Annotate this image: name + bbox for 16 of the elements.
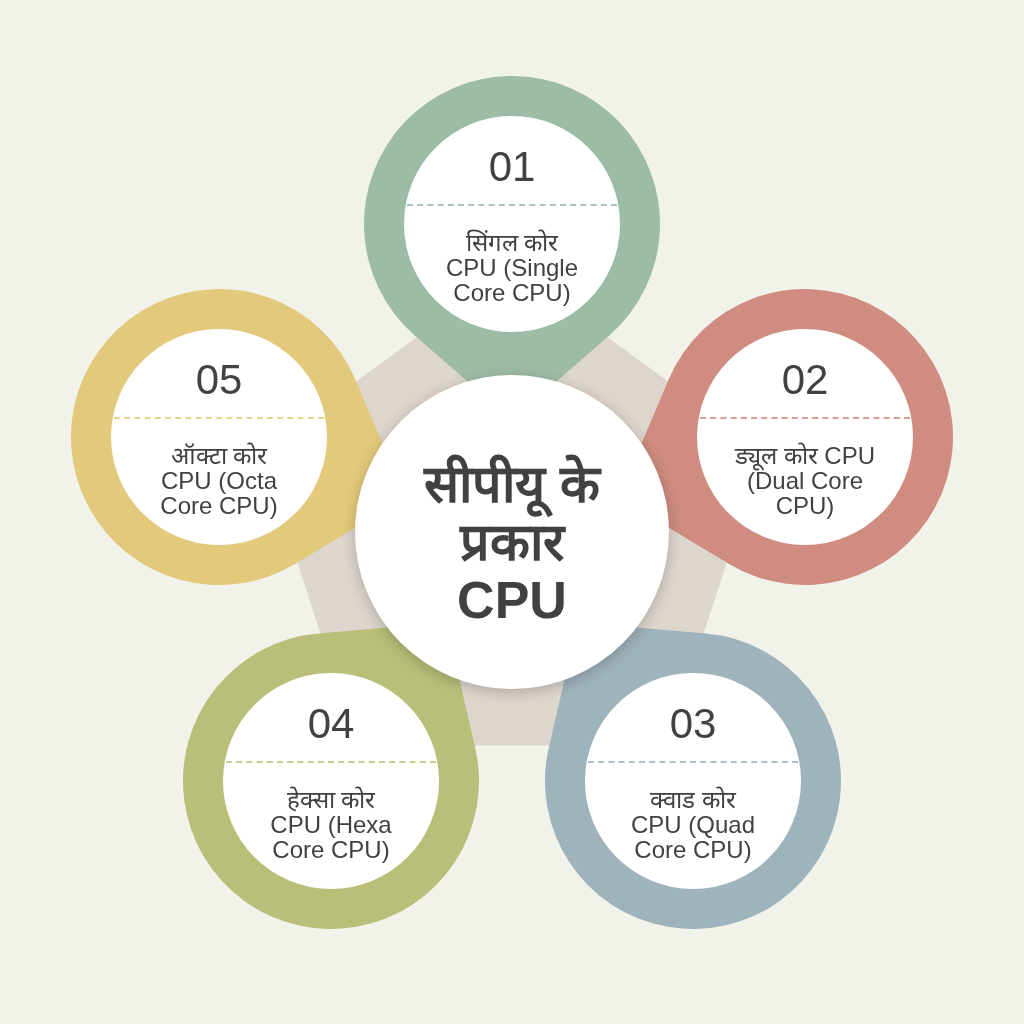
hub-title: सीपीयू के प्रकार CPU xyxy=(423,455,601,629)
step-number: 04 xyxy=(306,701,356,747)
type-label: ऑक्टा कोर CPU (Octa Core CPU) xyxy=(159,442,279,518)
pin-marker xyxy=(545,627,841,929)
step-number: 02 xyxy=(780,357,830,403)
pin-marker xyxy=(364,76,660,382)
type-label: क्वाड कोर CPU (Quad Core CPU) xyxy=(629,786,756,862)
step-number: 05 xyxy=(194,357,244,403)
pin-marker xyxy=(71,289,383,585)
type-label: हेक्सा कोर CPU (Hexa Core CPU) xyxy=(269,786,393,862)
pin-marker xyxy=(183,627,479,929)
type-label: ड्यूल कोर CPU (Dual Core CPU) xyxy=(733,442,876,518)
type-label: सिंगल कोर CPU (Single Core CPU) xyxy=(444,229,579,305)
pin-marker xyxy=(641,289,953,585)
step-number: 01 xyxy=(487,144,537,190)
step-number: 03 xyxy=(668,701,718,747)
